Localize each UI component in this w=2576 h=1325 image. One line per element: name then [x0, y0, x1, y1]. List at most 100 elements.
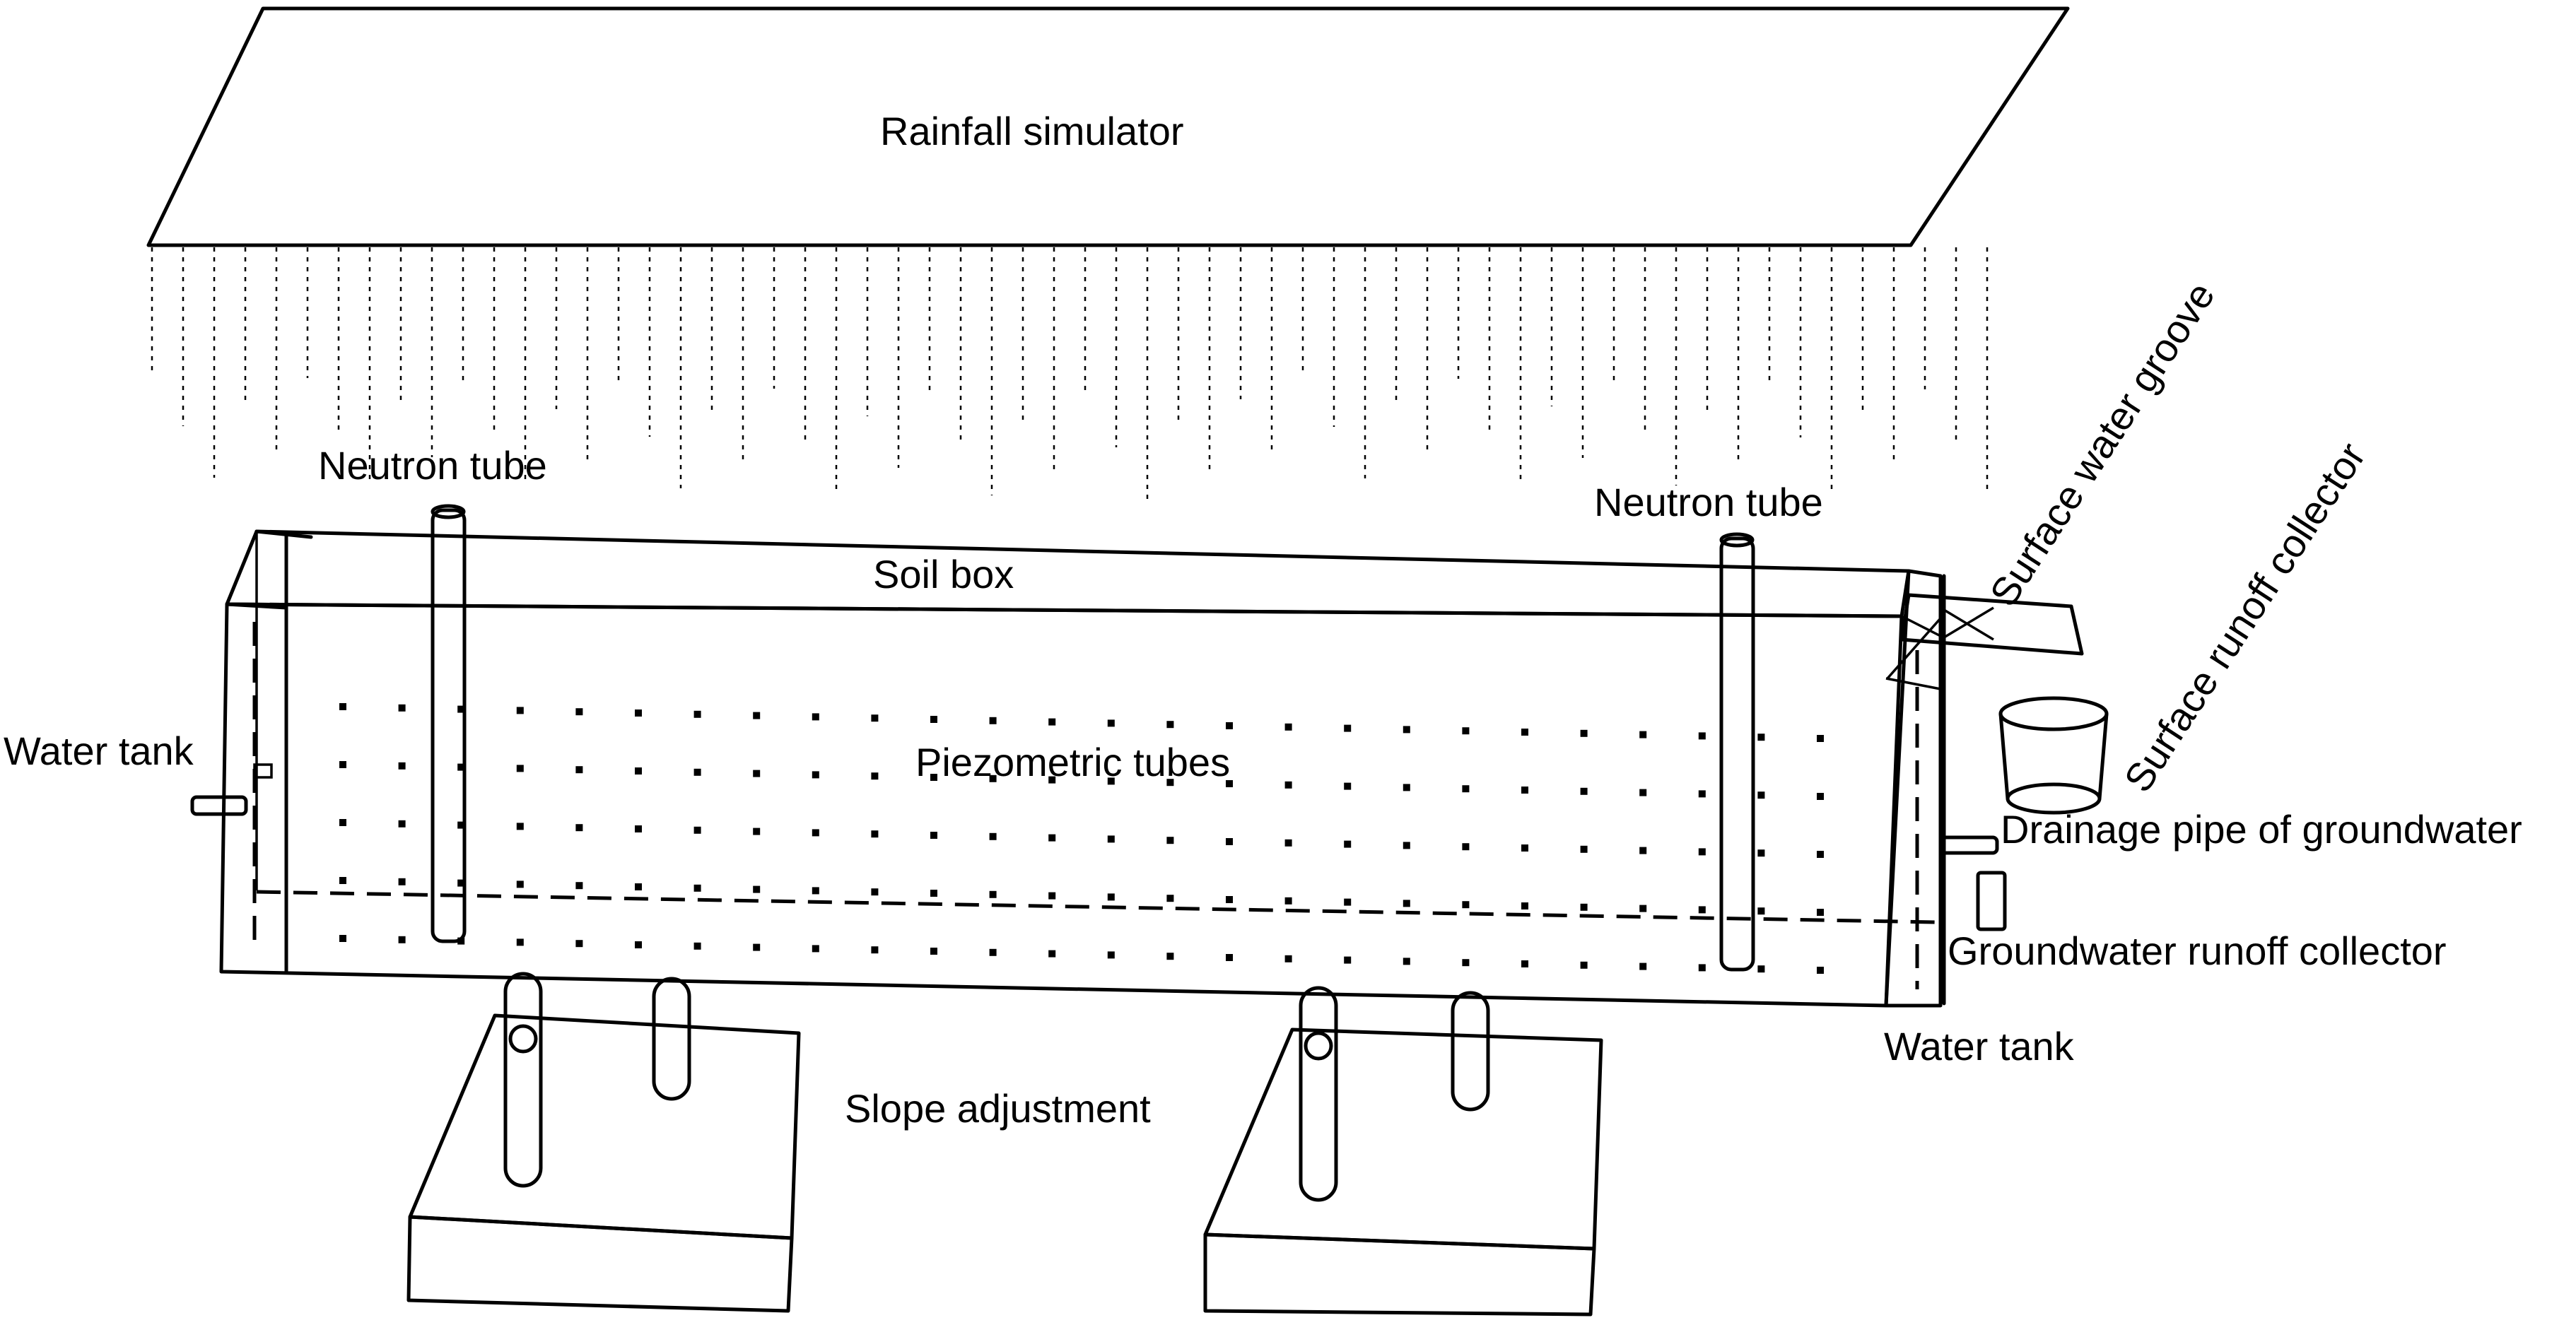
piezometric-tube-point — [457, 763, 465, 771]
piezometric-tube-point — [989, 717, 997, 724]
piezometric-tube-point — [1580, 787, 1588, 795]
piezometric-tube-point — [1757, 907, 1765, 915]
piezometric-tube-point — [575, 708, 583, 716]
piezometric-tube-point — [1048, 776, 1056, 784]
piezometric-tube-point — [339, 935, 346, 942]
piezometric-tube-point — [989, 832, 997, 840]
piezometric-tube-point — [1284, 897, 1292, 905]
piezometric-tube-point — [871, 714, 879, 722]
piezometric-tube-point — [1817, 909, 1824, 916]
piezometric-tube-point — [1344, 782, 1352, 790]
piezometric-tube-point — [1226, 838, 1233, 845]
piezometric-tube-point — [989, 948, 997, 956]
label-neutron-tube-left: Neutron tube — [318, 443, 547, 488]
piezometric-tube-point — [516, 881, 524, 888]
piezometric-tube-point — [871, 830, 879, 838]
piezometric-tube-point — [339, 761, 346, 768]
piezometric-tube-point — [1817, 967, 1824, 974]
piezometric-tube-point — [1462, 959, 1470, 967]
piezometric-tube-point — [871, 946, 879, 954]
piezometric-tube-point — [1284, 723, 1292, 731]
piezometric-tube-point — [1344, 956, 1352, 964]
piezometric-tube-point — [1107, 951, 1115, 959]
piezometric-tube-point — [1166, 779, 1174, 787]
surface-water-groove — [1886, 593, 2084, 680]
piezometric-tube-point — [575, 824, 583, 832]
piezometric-tube-point — [457, 821, 465, 829]
piezometric-tube-point — [1284, 781, 1292, 789]
piezometric-tube-point — [1521, 960, 1528, 967]
piezometric-tube-point — [1639, 905, 1647, 912]
piezometric-tube-point — [989, 890, 997, 898]
piezometric-tube-point — [930, 716, 937, 723]
piezometric-tube-point — [753, 828, 761, 835]
label-groundwater-runoff-collector: Groundwater runoff collector — [1948, 929, 2447, 973]
piezometric-tube-point — [693, 710, 701, 718]
piezometric-tube-point — [635, 941, 642, 948]
piezometric-tube-point — [753, 712, 761, 719]
piezometric-tube-point — [871, 888, 879, 896]
piezometric-tube-point — [1048, 718, 1056, 726]
neutron-tube-right — [1719, 532, 1755, 972]
piezometric-tube-point — [1817, 735, 1824, 742]
piezometric-tube-point — [1462, 727, 1470, 735]
rain-drops — [151, 247, 1989, 499]
piezometric-tube-point — [1048, 950, 1056, 958]
piezometric-tube-point — [1698, 790, 1706, 798]
piezometric-tube-point — [1284, 955, 1292, 962]
piezometric-tube-point — [635, 709, 642, 717]
slope-adjustment-left — [406, 972, 801, 1313]
piezometric-tube-point — [1580, 961, 1588, 969]
piezometric-tube-point — [1462, 785, 1470, 793]
label-water-tank-right: Water tank — [1884, 1024, 2075, 1068]
piezometric-tube-point — [753, 770, 761, 777]
piezometric-tube-point — [753, 943, 761, 951]
label-rainfall-simulator: Rainfall simulator — [880, 109, 1184, 153]
groundwater-runoff-collector — [1976, 871, 2007, 931]
piezometric-tube-point — [339, 703, 346, 710]
piezometric-tube-point — [1580, 729, 1588, 737]
piezometric-tube-point — [1226, 954, 1233, 961]
piezometric-tube-point — [516, 765, 524, 772]
piezometric-tube-point — [1166, 837, 1174, 844]
piezometric-tube-point — [1757, 849, 1765, 857]
piezometric-tube-point — [1698, 964, 1706, 972]
piezometric-tube-point — [457, 705, 465, 713]
label-piezometric-tubes: Piezometric tubes — [915, 740, 1230, 784]
piezometric-tube-point — [1639, 962, 1647, 970]
piezometric-tube-point — [1048, 834, 1056, 842]
piezometric-tube-point — [753, 885, 761, 893]
piezometric-tube-point — [1226, 896, 1233, 903]
piezometric-tube-point — [930, 890, 937, 897]
piezometric-tube-point — [1403, 900, 1410, 907]
piezometric-tube-points — [339, 703, 1824, 974]
slope-adjustment-right — [1203, 986, 1603, 1317]
label-slope-adjustment: Slope adjustment — [845, 1086, 1151, 1131]
piezometric-tube-point — [575, 940, 583, 948]
piezometric-tube-point — [1521, 729, 1528, 736]
piezometric-tube-point — [1403, 958, 1410, 965]
piezometric-tube-point — [398, 936, 406, 943]
piezometric-tube-point — [812, 829, 819, 837]
neutron-tube-left — [431, 504, 467, 943]
piezometric-tube-point — [1166, 953, 1174, 960]
piezometric-tube-point — [457, 879, 465, 887]
piezometric-tube-point — [635, 883, 642, 890]
piezometric-tube-point — [575, 882, 583, 890]
piezometric-tube-point — [1639, 789, 1647, 796]
piezometric-tube-point — [516, 938, 524, 946]
piezometric-tube-point — [930, 774, 937, 781]
piezometric-tube-point — [1284, 839, 1292, 847]
piezometric-tube-point — [1580, 845, 1588, 853]
piezometric-tube-point — [1639, 847, 1647, 854]
piezometric-tube-point — [812, 713, 819, 721]
piezometric-tube-point — [930, 948, 937, 955]
piezometric-tube-point — [693, 884, 701, 892]
piezometric-tube-point — [693, 768, 701, 776]
label-soil-box: Soil box — [873, 552, 1014, 596]
piezometric-tube-point — [1344, 724, 1352, 732]
label-surface-runoff-collector: Surface runoff collector — [2115, 435, 2374, 799]
piezometric-tube-point — [1166, 895, 1174, 902]
piezometric-tube-point — [635, 825, 642, 832]
